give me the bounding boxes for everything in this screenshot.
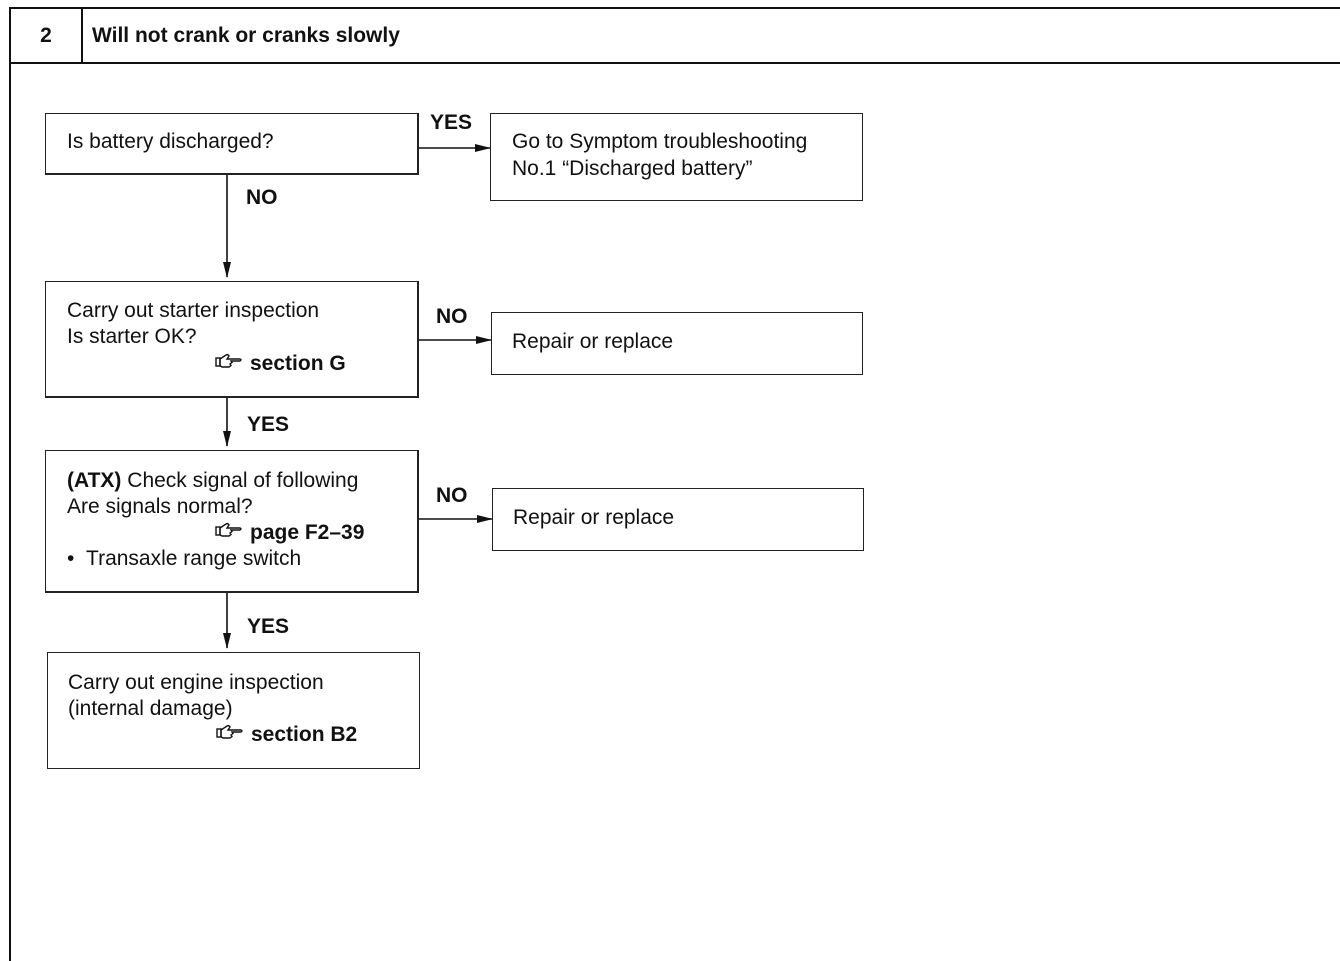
- pointing-hand-icon: [214, 351, 244, 377]
- step4-line2: (internal damage): [68, 697, 233, 720]
- step3-line1-text: Check signal of following: [121, 469, 359, 492]
- step3-no-result-box: Repair or replace: [492, 488, 864, 551]
- pointing-hand-icon: [214, 520, 244, 546]
- frame-left-border: [9, 7, 11, 961]
- step3-bullet-text: Transaxle range switch: [86, 547, 302, 570]
- step3-reference-text: page F2–39: [250, 521, 365, 544]
- step1-yes-result-line2: No.1 “Discharged battery”: [512, 157, 753, 180]
- step2-no-result-box: Repair or replace: [491, 312, 863, 375]
- step2-line2: Is starter OK?: [67, 325, 197, 348]
- step1-question-box: Is battery discharged?: [45, 113, 419, 175]
- step3-line1: (ATX) Check signal of following: [67, 468, 358, 494]
- step1-yes-label: YES: [430, 111, 473, 134]
- step3-question-box: (ATX) Check signal of following Are sign…: [45, 450, 419, 593]
- step3-bullet-item: • Transaxle range switch: [67, 546, 301, 572]
- step3-atx-prefix: (ATX): [67, 469, 122, 492]
- step3-reference[interactable]: page F2–39: [214, 520, 364, 546]
- symptom-title: Will not crank or cranks slowly: [92, 23, 400, 47]
- step1-yes-result-line1: Go to Symptom troubleshooting: [512, 130, 808, 153]
- step3-no-result: Repair or replace: [513, 506, 675, 529]
- step2-no-label: NO: [436, 305, 468, 328]
- frame-top-border: [9, 7, 1340, 9]
- step4-action-box: Carry out engine inspection (internal da…: [47, 652, 420, 769]
- bullet-icon: •: [67, 547, 87, 570]
- step3-line2: Are signals normal?: [67, 495, 253, 518]
- step2-no-result: Repair or replace: [512, 330, 674, 353]
- step4-line1: Carry out engine inspection: [68, 671, 324, 694]
- step4-reference-text: section B2: [251, 723, 358, 746]
- step3-yes-label: YES: [247, 615, 290, 638]
- step3-no-label: NO: [436, 484, 468, 507]
- header-divider: [9, 62, 1340, 64]
- step2-line1: Carry out starter inspection: [67, 299, 320, 322]
- step2-reference[interactable]: section G: [214, 351, 346, 377]
- header-separator: [81, 7, 83, 63]
- step2-question-box: Carry out starter inspection Is starter …: [45, 281, 419, 398]
- step1-no-label: NO: [246, 186, 278, 209]
- step2-yes-label: YES: [247, 413, 290, 436]
- pointing-hand-icon: [215, 722, 245, 748]
- symptom-number: 2: [40, 23, 52, 47]
- step1-question: Is battery discharged?: [67, 130, 274, 153]
- step2-reference-text: section G: [250, 352, 346, 375]
- step1-yes-result-box: Go to Symptom troubleshooting No.1 “Disc…: [490, 113, 863, 201]
- step4-reference[interactable]: section B2: [215, 722, 357, 748]
